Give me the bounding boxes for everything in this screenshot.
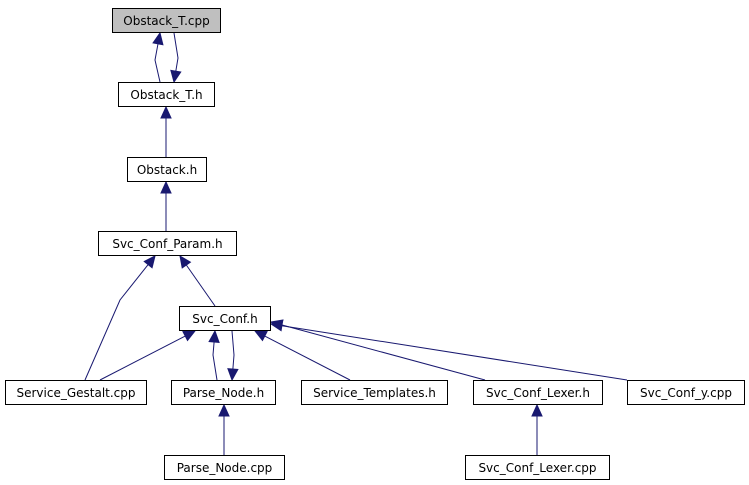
edge-line [281,325,628,381]
edge-obstack_t_cpp-to-obstack_t_h [170,32,182,84]
edge-line [212,341,218,381]
arrowhead-icon [170,69,182,84]
node-svc-conf-y-cpp[interactable]: Svc_Conf_y.cpp [627,380,745,405]
edge-line [99,335,186,381]
edge-obstack_h-to-obstack_t_h [160,105,172,157]
edge-parse_node_cpp-to-parse_node_h [218,403,230,455]
arrowhead-icon [269,320,284,332]
arrowhead-icon [160,105,172,119]
arrowhead-icon [152,31,164,46]
node-parse-node-cpp[interactable]: Parse_Node.cpp [164,455,285,480]
edge-line [281,324,486,381]
edge-svc_conf_lexer_cpp-to-svc_conf_lexer_h [531,403,543,455]
edge-service_gestalt_cpp-to-svc_conf_param_h [84,255,156,381]
arrowhead-icon [531,403,543,417]
edge-obstack_t_h-to-obstack_t_cpp [152,31,164,83]
node-service-templates-h[interactable]: Service_Templates.h [301,380,448,405]
arrowhead-icon [253,330,268,342]
edge-parse_node_h-to-svc_conf_h [208,329,220,381]
edge-line [154,43,161,83]
node-svc-conf-lexer-cpp[interactable]: Svc_Conf_Lexer.cpp [465,455,610,480]
node-service-gestalt-cpp[interactable]: Service_Gestalt.cpp [5,380,147,405]
arrowhead-icon [179,255,192,269]
node-obstack-t-cpp[interactable]: Obstack_T.cpp [112,8,221,33]
node-parse-node-h[interactable]: Parse_Node.h [171,380,276,405]
node-obstack-t-h[interactable]: Obstack_T.h [118,82,215,107]
edge-service_gestalt_cpp-to-svc_conf_h [99,330,197,381]
edge-line [173,32,179,72]
edge-service_templates_h-to-svc_conf_h [253,330,351,381]
edge-svc_conf_y_cpp-to-svc_conf_h [269,320,628,381]
arrowhead-icon [218,403,230,417]
edge-line [185,264,216,307]
node-obstack-h[interactable]: Obstack.h [127,157,207,182]
edge-svc_conf_param_h-to-obstack_h [160,180,172,231]
node-svc-conf-h[interactable]: Svc_Conf.h [179,306,271,331]
edge-line [231,330,235,370]
edge-svc_conf_h-to-svc_conf_param_h [179,255,216,307]
edge-svc_conf_h-to-parse_node_h [227,330,239,382]
arrowhead-icon [182,330,197,342]
edge-line [264,335,351,381]
arrowhead-icon [208,329,220,343]
arrowhead-icon [227,368,239,382]
arrowhead-icon [143,255,156,269]
node-svc-conf-lexer-h[interactable]: Svc_Conf_Lexer.h [473,380,603,405]
edge-line [84,264,149,381]
arrowhead-icon [160,180,172,194]
node-svc-conf-param-h[interactable]: Svc_Conf_Param.h [98,231,237,256]
